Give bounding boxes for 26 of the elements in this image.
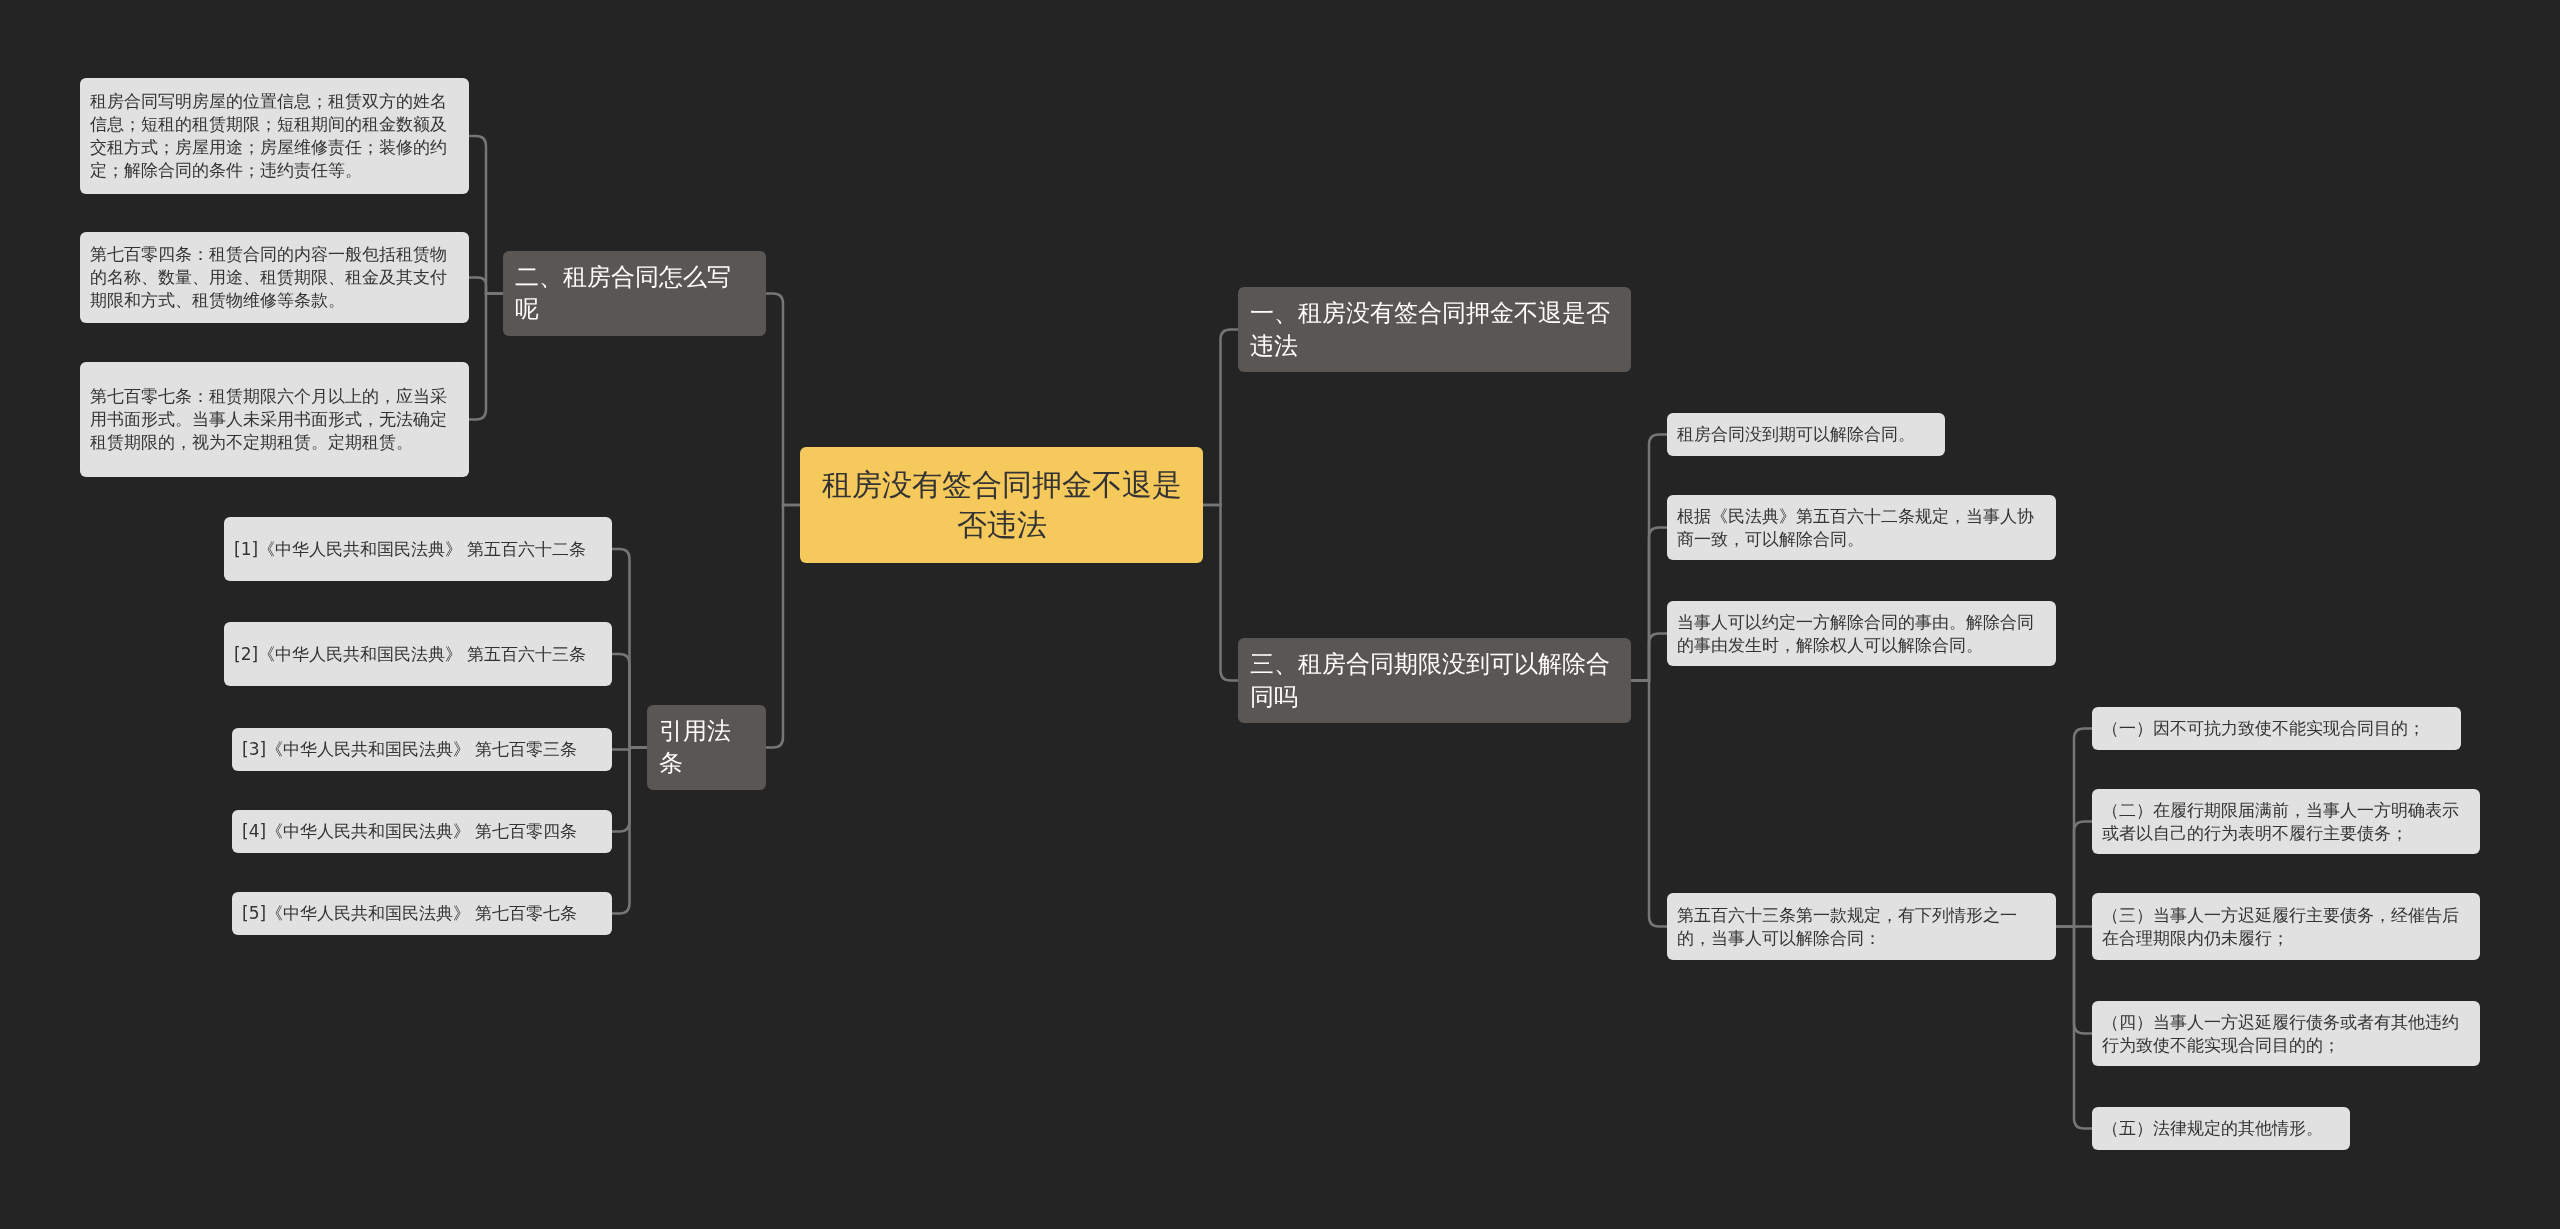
subtopic-box: （一）因不可抗力致使不能实现合同目的；: [2092, 707, 2461, 750]
subtopic-box: （二）在履行期限届满前，当事人一方明确表示或者以自己的行为表明不履行主要债务；: [2092, 789, 2480, 854]
subtopic-box: 租房合同没到期可以解除合同。: [1667, 413, 1945, 456]
branch-topic-box: 一、租房没有签合同押金不退是否违法: [1238, 287, 1631, 372]
branch-topic-box: 引用法条: [647, 705, 766, 790]
subtopic-box: 第五百六十三条第一款规定，有下列情形之一的，当事人可以解除合同：: [1667, 893, 2056, 960]
connector-line: [612, 746, 647, 915]
subtopic-box: 第七百零七条：租赁期限六个月以上的，应当采用书面形式。当事人未采用书面形式，无法确定租赁期限的，视为不定期租赁。定期租赁。: [80, 362, 469, 477]
subtopic-box: 根据《民法典》第五百六十二条规定，当事人协商一致，可以解除合同。: [1667, 495, 2056, 560]
subtopic-box: [4]《中华人民共和国民法典》 第七百零四条: [232, 810, 612, 853]
branch-topic-box: 二、租房合同怎么写呢: [503, 251, 766, 336]
subtopic-box: 当事人可以约定一方解除合同的事由。解除合同的事由发生时，解除权人可以解除合同。: [1667, 601, 2056, 666]
connector-line: [1203, 503, 1238, 682]
subtopic-box: （三）当事人一方迟延履行主要债务，经催告后在合理期限内仍未履行；: [2092, 893, 2480, 960]
connector-line: [2056, 925, 2092, 1130]
subtopic-box: （五）法律规定的其他情形。: [2092, 1107, 2350, 1150]
branch-topic-box: 三、租房合同期限没到可以解除合同吗: [1238, 638, 1631, 723]
connector-line: [1631, 679, 1667, 928]
subtopic-box: （四）当事人一方迟延履行债务或者有其他违约行为致使不能实现合同目的的；: [2092, 1001, 2480, 1066]
subtopic-box: [3]《中华人民共和国民法典》 第七百零三条: [232, 728, 612, 771]
subtopic-box: 第七百零四条：租赁合同的内容一般包括租赁物的名称、数量、用途、租赁期限、租金及其支付期限和方式、租赁物维修等条款。: [80, 232, 469, 323]
subtopic-box: [1]《中华人民共和国民法典》 第五百六十二条: [224, 517, 612, 581]
subtopic-box: [5]《中华人民共和国民法典》 第七百零七条: [232, 892, 612, 935]
subtopic-box: [2]《中华人民共和国民法典》 第五百六十三条: [224, 622, 612, 686]
central-topic-box: 租房没有签合同押金不退是否违法: [800, 447, 1203, 563]
subtopic-box: 租房合同写明房屋的位置信息；租赁双方的姓名信息；短租的租赁期限；短租期间的租金数额及交租方式；房屋用途；房屋维修责任；装修的约定；解除合同的条件；违约责任等。: [80, 78, 469, 194]
